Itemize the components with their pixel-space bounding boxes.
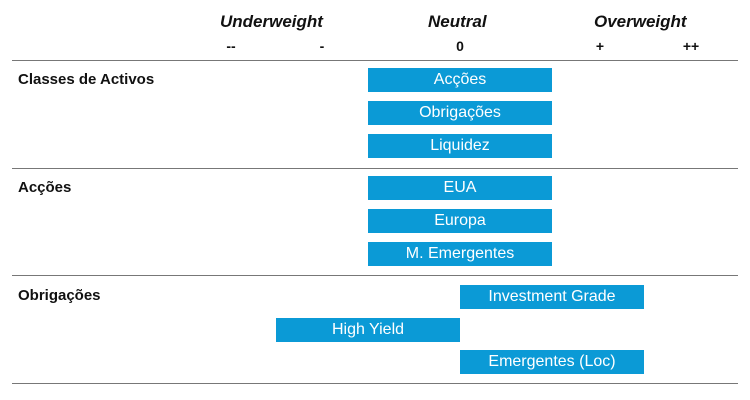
tick-label-underweight: - bbox=[319, 38, 325, 54]
bar-europa: Europa bbox=[368, 209, 552, 233]
header-neutral: Neutral bbox=[428, 12, 487, 31]
bar-m-emergentes: M. Emergentes bbox=[368, 242, 552, 266]
header-divider bbox=[12, 60, 738, 61]
bar-eua: EUA bbox=[368, 176, 552, 200]
tick-label-strong-overweight: ++ bbox=[682, 38, 700, 54]
section-divider bbox=[12, 168, 738, 169]
section-label-classes-de-activos: Classes de Activos bbox=[18, 71, 155, 88]
bar-emergentes-loc: Emergentes (Loc) bbox=[460, 350, 644, 374]
bar-high-yield: High Yield bbox=[276, 318, 460, 342]
bar-accoes: Acções bbox=[368, 68, 552, 92]
bar-liquidez: Liquidez bbox=[368, 134, 552, 158]
tick-label-neutral: 0 bbox=[456, 38, 464, 54]
bar-obrigacoes: Obrigações bbox=[368, 101, 552, 125]
section-label-obrigacoes: Obrigações bbox=[18, 287, 101, 304]
header-overweight: Overweight bbox=[594, 12, 687, 31]
bar-investment-grade: Investment Grade bbox=[460, 285, 644, 309]
section-divider bbox=[12, 275, 738, 276]
section-label-accoes: Acções bbox=[18, 179, 72, 196]
tick-label-overweight: + bbox=[595, 38, 605, 54]
tick-label-strong-underweight: -- bbox=[226, 38, 236, 54]
bottom-divider bbox=[12, 383, 738, 384]
header-underweight: Underweight bbox=[220, 12, 323, 31]
